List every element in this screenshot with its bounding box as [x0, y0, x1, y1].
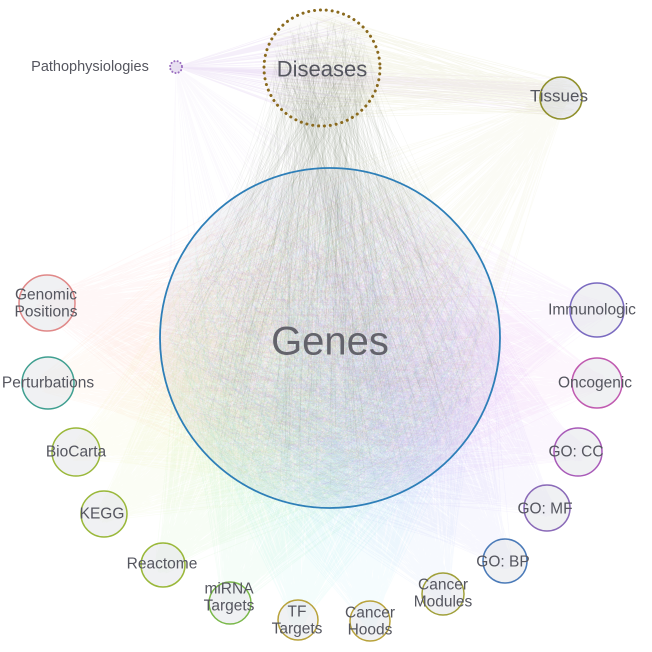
edge-bundle-genomic_positions-genes	[36, 175, 492, 493]
node-oncogenic[interactable]	[571, 357, 623, 409]
node-kegg[interactable]	[80, 490, 128, 538]
node-cancer_hoods[interactable]	[349, 600, 391, 642]
node-tf_targets[interactable]	[277, 599, 319, 641]
node-genomic_positions[interactable]	[18, 274, 76, 332]
node-genes[interactable]	[159, 167, 501, 509]
edge-bundle-pathophysiologies-genes	[167, 66, 489, 455]
edge-bundle-mirna_targets-genes	[168, 177, 494, 612]
node-immunologic[interactable]	[569, 282, 625, 338]
node-fill-genes	[160, 168, 500, 508]
edge-bundle-cancer_hoods-genes	[174, 175, 493, 629]
node-mirna_targets[interactable]	[208, 581, 252, 625]
node-go_mf[interactable]	[523, 484, 571, 532]
node-cancer_modules[interactable]	[421, 572, 465, 616]
edge-bundle-kegg-genes	[94, 175, 489, 523]
edge-bundle-reactome-genes	[154, 174, 492, 574]
edge-bundle-oncogenic-genes	[165, 175, 608, 493]
node-go_bp[interactable]	[482, 538, 528, 584]
node-pathophysiologies[interactable]	[169, 60, 183, 74]
edge-bundle-tf_targets-genes	[166, 177, 493, 628]
node-tissues[interactable]	[539, 76, 583, 120]
edge-bundle-cancer_modules-genes	[167, 174, 483, 603]
node-perturbations[interactable]	[21, 356, 75, 410]
edge-bundle-tissues-diseases	[266, 12, 579, 123]
edge-bundle-biocarta-genes	[66, 176, 487, 497]
edge-bundle-pathophysiologies-diseases	[175, 15, 378, 120]
node-reactome[interactable]	[140, 542, 186, 588]
node-diseases[interactable]	[262, 8, 382, 128]
node-go_cc[interactable]	[553, 427, 603, 477]
node-biocarta[interactable]	[51, 427, 101, 477]
node-fill-diseases	[264, 10, 380, 126]
edge-bundle-go_cc-genes	[170, 179, 588, 501]
edge-bundle-perturbations-genes	[37, 190, 494, 500]
edge-bundle-pathophysiologies-tissues	[175, 66, 581, 117]
